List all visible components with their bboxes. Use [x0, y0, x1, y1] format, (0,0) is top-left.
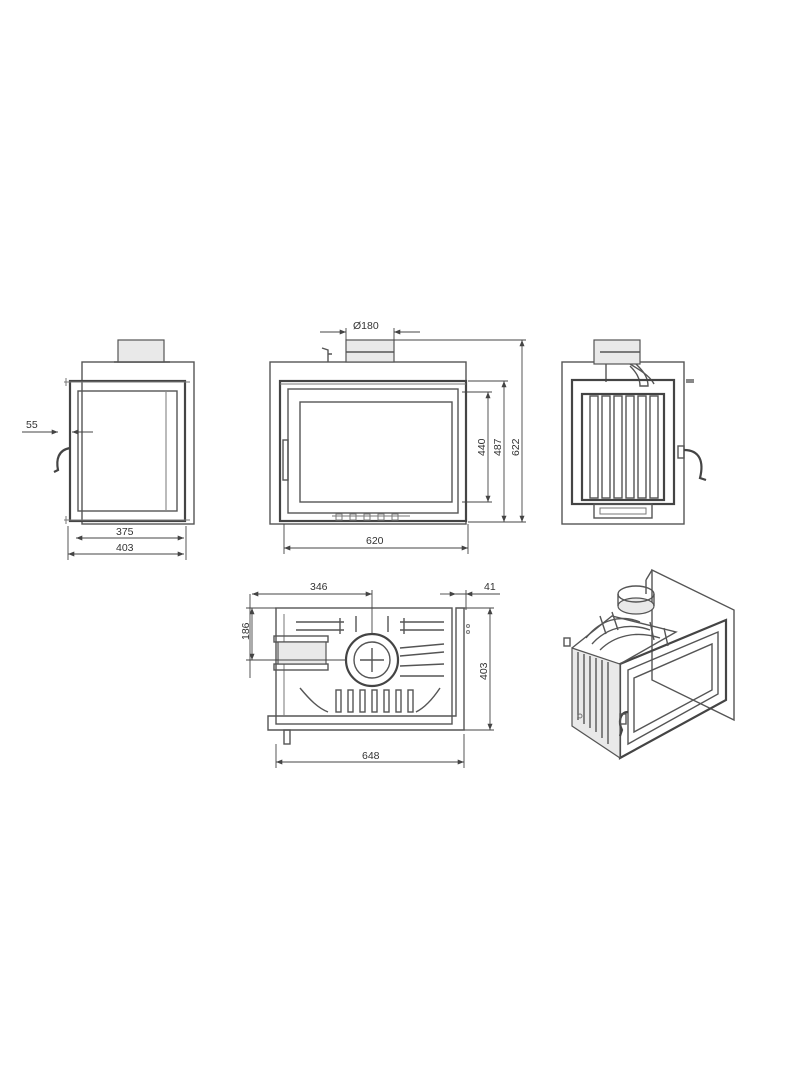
isometric-view — [563, 568, 735, 760]
side-view — [53, 339, 195, 525]
dim-flue-diameter: Ø180 — [353, 320, 379, 332]
plan-view-dimensions: 346 41 186 403 648 — [240, 581, 500, 768]
ash-grate-slots — [332, 513, 410, 521]
iso-top-ribs — [585, 611, 669, 651]
side-view-dimensions: 55 375 403 — [22, 419, 187, 560]
dim-plan-depth: 403 — [478, 662, 490, 680]
side-handle-icon — [683, 448, 707, 482]
dim-plan-flue-offset: 346 — [310, 581, 328, 593]
dim-glass-height: 440 — [476, 438, 488, 456]
dim-front-width: 620 — [366, 535, 384, 547]
rear-view — [561, 339, 707, 525]
dim-plan-flue-depth: 186 — [240, 622, 252, 640]
dim-handle-offset: 55 — [26, 419, 38, 431]
iso-side-ribs — [577, 652, 609, 744]
dim-total-height: 622 — [510, 438, 522, 456]
front-view — [269, 339, 468, 525]
plan-bottom-ribs — [299, 687, 441, 713]
plan-top-ribs — [296, 616, 445, 677]
damper-lever-icon — [321, 347, 332, 362]
dim-plan-frame-offset: 41 — [484, 581, 496, 593]
front-view-dimensions: Ø180 620 440 487 622 — [283, 320, 526, 554]
dim-side-inner-depth: 375 — [116, 526, 134, 538]
dim-plan-width: 648 — [362, 750, 380, 762]
plan-view — [267, 607, 470, 745]
dim-body-height: 487 — [492, 438, 504, 456]
dim-side-outer-depth: 403 — [116, 542, 134, 554]
firebox-ribs — [589, 395, 659, 499]
door-handle-icon — [53, 446, 71, 473]
